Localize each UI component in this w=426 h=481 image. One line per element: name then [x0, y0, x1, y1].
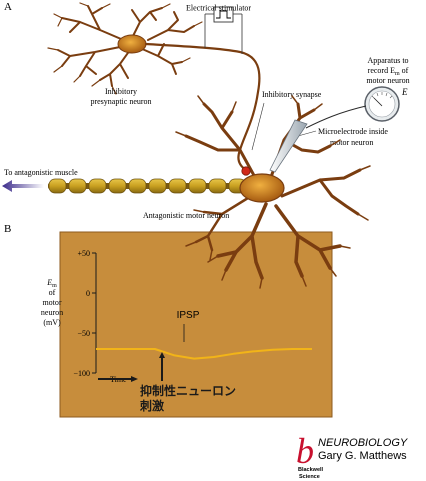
- publisher-logo: b: [296, 431, 314, 471]
- myelinated-axon: [48, 178, 248, 194]
- publisher-name-1: Blackwell: [298, 467, 324, 473]
- stimulus-label-1: 抑制性ニューロン: [140, 383, 236, 398]
- y-axis-label: Em of motor neuron (mV): [41, 278, 63, 327]
- stimulus-arrow: [159, 352, 165, 381]
- myelin-segment: [208, 178, 227, 194]
- axon-segments: [48, 178, 247, 194]
- inhibitory-neuron-label-1: Inhibitory: [105, 87, 137, 96]
- svg-text:Em: Em: [46, 278, 57, 289]
- panel-a-letter: A: [4, 1, 12, 13]
- electrode-wire: [305, 105, 367, 129]
- microelectrode-label-1: Microelectrode inside: [318, 127, 388, 136]
- inhibitory-neuron-body: [117, 34, 147, 54]
- myelin-segment: [48, 178, 67, 194]
- microelectrode: [269, 119, 308, 173]
- ipsp-chart: +50 0 −50 −100: [73, 249, 312, 378]
- ipsp-label: IPSP: [177, 310, 200, 321]
- motor-neuron-body: [239, 173, 285, 203]
- y-tick-label: 0: [86, 289, 90, 298]
- myelin-segment: [128, 178, 147, 194]
- myelin-segment: [188, 178, 207, 194]
- motor-neuron-label: Antagonistic motor neuron: [143, 211, 229, 220]
- svg-text:(mV): (mV): [43, 318, 61, 327]
- antagonistic-muscle-label: To antagonistic muscle: [4, 168, 78, 177]
- em-trace: [96, 348, 312, 360]
- y-tick-label: +50: [77, 249, 90, 258]
- stimulator-label: Electrical stimulator: [186, 4, 251, 13]
- svg-text:of: of: [49, 288, 56, 297]
- inhibitory-synapse-terminal: [241, 166, 251, 176]
- apparatus-label-2: record Em of: [368, 66, 409, 77]
- motor-neuron-dendrites: [175, 95, 371, 289]
- time-arrow: [98, 376, 138, 382]
- myelin-segment: [68, 178, 87, 194]
- myelin-segment: [108, 178, 127, 194]
- voltmeter: E: [364, 86, 408, 122]
- pulse-icon: [216, 10, 231, 19]
- microelectrode-label-2: motor neuron: [330, 138, 373, 147]
- muscle-arrow: [2, 180, 44, 192]
- book-title: NEUROBIOLOGY: [318, 437, 408, 449]
- book-author: Gary G. Matthews: [318, 450, 407, 462]
- stimulus-label-2: 刺激: [139, 398, 164, 413]
- microelectrode-pointer: [297, 130, 317, 137]
- meter-symbol: E: [401, 87, 408, 97]
- apparatus-label-3: motor neuron: [366, 76, 409, 85]
- svg-text:neuron: neuron: [41, 308, 63, 317]
- panel-b-letter: B: [4, 223, 11, 235]
- inhibitory-neuron-label-2: presynaptic neuron: [90, 97, 151, 106]
- panel-b-background: [59, 231, 333, 418]
- myelin-segment: [168, 178, 187, 194]
- y-tick-label: −100: [73, 369, 90, 378]
- synapse-pointer: [251, 102, 265, 151]
- voltmeter-needle: [373, 97, 383, 107]
- myelin-segment: [88, 178, 107, 194]
- publisher-name-2: Science: [299, 474, 320, 480]
- svg-text:motor: motor: [42, 298, 61, 307]
- myelin-segment: [148, 178, 167, 194]
- inhibitory-synapse-label: Inhibitory synapse: [262, 90, 322, 99]
- inhibitory-axon: [144, 42, 261, 172]
- y-tick-label: −50: [77, 329, 90, 338]
- electrical-stimulator: Electrical stimulator: [186, 4, 251, 54]
- apparatus-label-1: Apparatus to: [367, 56, 408, 65]
- inhibitory-neuron: [47, 2, 261, 172]
